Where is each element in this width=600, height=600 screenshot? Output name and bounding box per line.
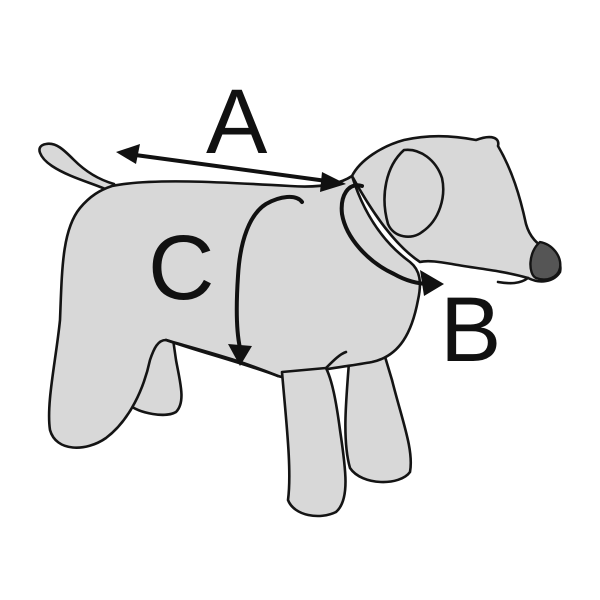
dog-ear xyxy=(383,148,445,238)
measure-b-curve xyxy=(339,183,432,286)
measure-c-arrowhead xyxy=(228,344,252,366)
front-near-leg xyxy=(280,366,347,518)
tail xyxy=(38,142,116,194)
front-far-leg xyxy=(344,338,413,484)
belly-line xyxy=(164,338,280,378)
measure-a-label: A xyxy=(206,71,268,173)
measure-b-arrowhead xyxy=(420,270,444,296)
measure-a-arrow-right xyxy=(320,172,346,192)
dog-mouth xyxy=(496,276,530,285)
measure-c-curve xyxy=(234,195,304,350)
front-leg-line xyxy=(324,350,348,370)
measure-b-label: B xyxy=(440,279,502,381)
measure-a-line xyxy=(126,152,336,184)
measure-a-arrow-left xyxy=(116,144,140,164)
measure-c-label: C xyxy=(148,217,215,319)
dog-nose xyxy=(529,240,562,281)
